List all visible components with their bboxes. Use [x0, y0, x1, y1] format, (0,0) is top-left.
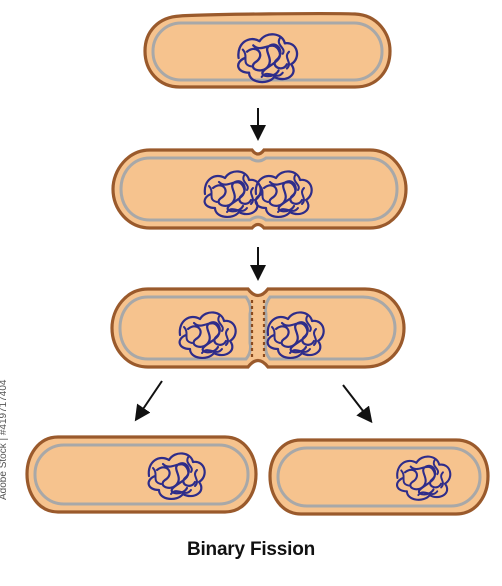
diagram-title: Binary Fission: [0, 539, 502, 561]
arrow-down-right-icon: [343, 385, 370, 420]
stock-credit: Adobe Stock | #419717404: [0, 380, 9, 500]
septum-formation-cell: [112, 289, 404, 367]
daughter-cell-right: [270, 440, 488, 514]
arrow-down-left-icon: [137, 381, 162, 418]
bacterium-cell-icon: [27, 437, 256, 512]
bacterium-cell-icon: [270, 440, 488, 514]
bacterium-cell-icon: [112, 289, 404, 367]
daughter-cell-left: [27, 437, 256, 512]
dna-replication-cell: [113, 150, 406, 228]
parent-cell: [145, 14, 390, 87]
